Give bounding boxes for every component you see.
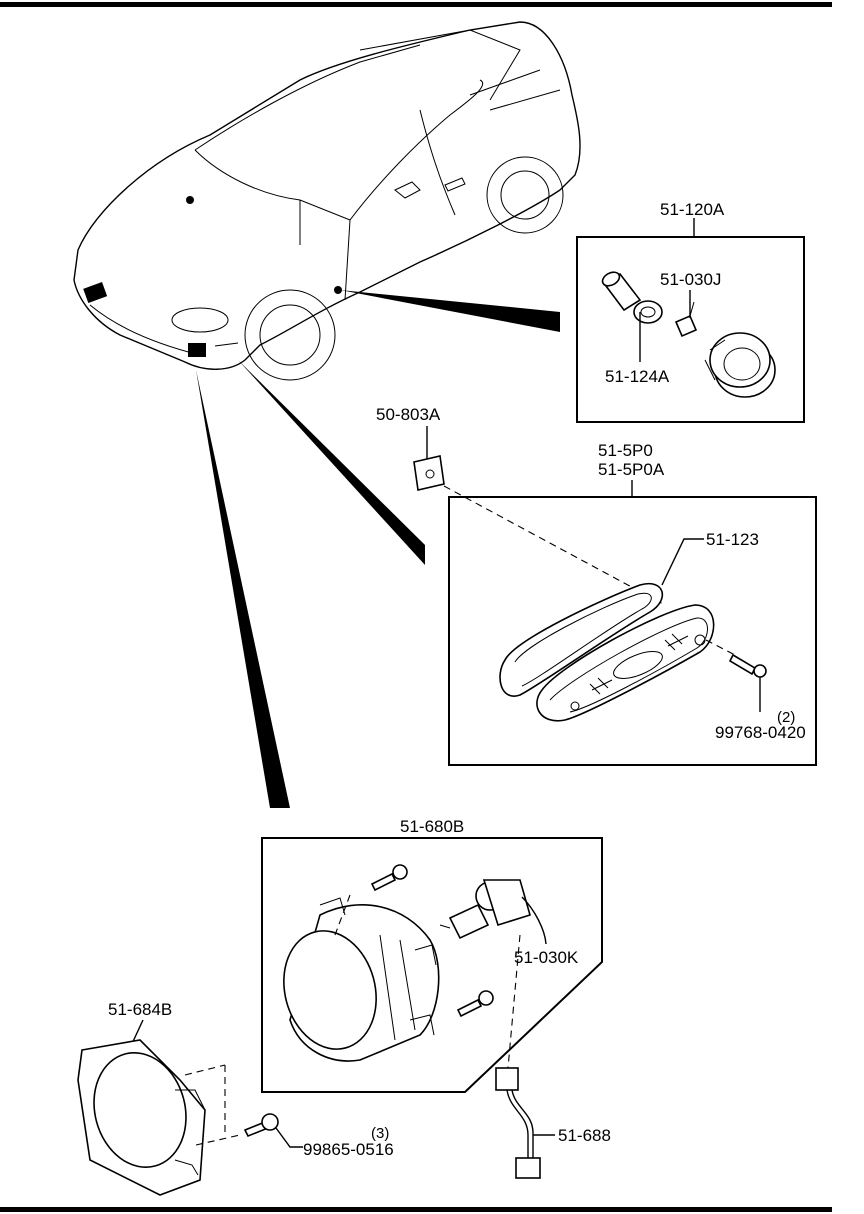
label-fog-lamp-assy: 51-680B xyxy=(400,817,464,836)
label-screw-side-qty: (2) xyxy=(777,709,795,726)
label-fog-bracket: 51-684B xyxy=(108,1000,172,1019)
label-side-marker-socket: 51-030J xyxy=(660,270,721,289)
label-screw-bracket-qty: (3) xyxy=(371,1125,389,1142)
socket-icon xyxy=(674,301,698,338)
screw-icon xyxy=(456,990,494,1018)
screw-icon xyxy=(243,1113,279,1138)
label-side-turn-lamp-a: 51-5P0 xyxy=(598,441,653,460)
bulb-icon xyxy=(601,271,663,324)
bracket-icon xyxy=(77,1039,206,1196)
side-marker-box xyxy=(576,236,805,423)
label-fog-bulb-socket: 51-030K xyxy=(514,948,579,967)
front-wheel xyxy=(244,289,336,381)
screw-icon xyxy=(728,653,767,678)
label-clip: 50-803A xyxy=(376,405,441,424)
side-turn-lamp-icon xyxy=(536,604,715,722)
rear-wheel xyxy=(486,156,564,234)
label-gasket: 51-123 xyxy=(706,530,759,549)
fog-lamp-box xyxy=(261,837,603,1093)
label-side-turn-lamp-b: 51-5P0A xyxy=(598,460,665,479)
label-side-marker-lamp-assy: 51-120A xyxy=(660,200,725,219)
callout-wedge-fog xyxy=(196,370,290,808)
callout-wedge-side-turn xyxy=(238,360,425,565)
car-outline-icon xyxy=(73,21,581,381)
gasket-icon xyxy=(499,582,664,697)
fog-bulb-icon xyxy=(439,879,531,940)
fog-lamp-icon xyxy=(283,897,440,1062)
lamp-icon xyxy=(704,332,776,398)
label-screw-bracket: 99865-0516 xyxy=(303,1140,394,1159)
screw-icon xyxy=(370,864,408,892)
label-side-marker-bulb: 51-124A xyxy=(605,367,670,386)
clip-icon xyxy=(413,455,445,491)
label-harness: 51-688 xyxy=(558,1126,611,1145)
top-rule xyxy=(0,2,832,7)
side-turn-lamp-box xyxy=(448,496,817,766)
label-screw-side: 99768-0420 xyxy=(715,723,806,742)
bottom-rule xyxy=(0,1207,832,1212)
callout-wedge-side-marker xyxy=(340,290,560,332)
connector-icon xyxy=(495,1067,541,1179)
